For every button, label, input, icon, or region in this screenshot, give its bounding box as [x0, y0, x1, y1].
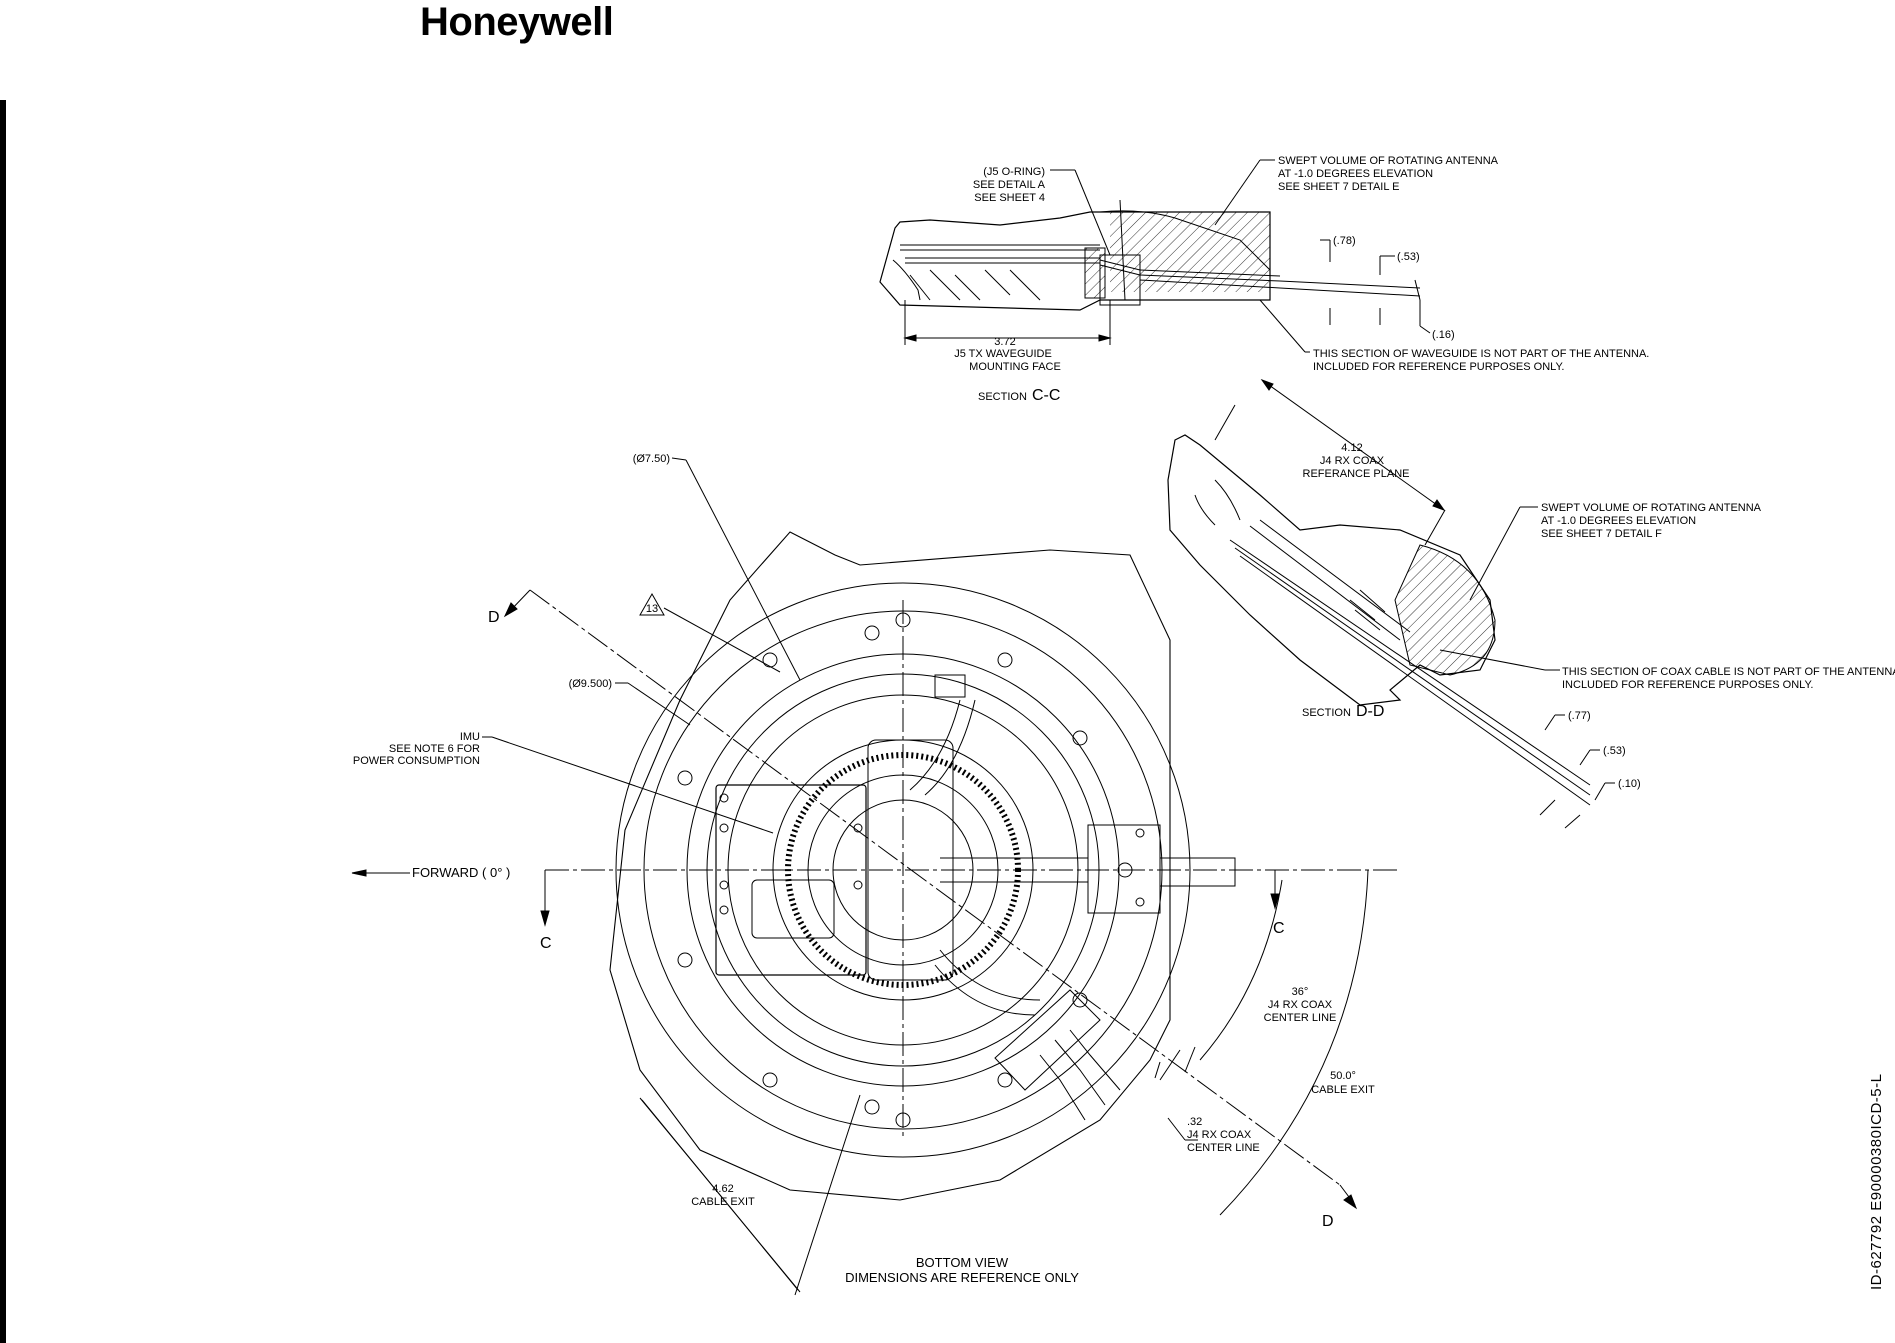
imu-note-2: POWER CONSUMPTION	[353, 755, 480, 767]
sheet-border-bar	[0, 100, 6, 1343]
cc-waveguide-label-2: MOUNTING FACE	[969, 361, 1061, 373]
dd-note-2: INCLUDED FOR REFERENCE PURPOSES ONLY.	[1562, 679, 1813, 691]
dd-section-letter: D-D	[1356, 703, 1384, 720]
cc-dim-78: (.78)	[1333, 235, 1356, 247]
dim-462-value: 4.62	[712, 1183, 733, 1195]
cc-note-2: INCLUDED FOR REFERENCE PURPOSES ONLY.	[1313, 361, 1564, 373]
cc-note-1: THIS SECTION OF WAVEGUIDE IS NOT PART OF…	[1313, 348, 1649, 360]
section-d-marker-right: D	[1322, 1213, 1334, 1230]
dd-dim-77: (.77)	[1568, 710, 1591, 722]
dim-32-label-2: CENTER LINE	[1187, 1142, 1260, 1154]
cc-waveguide-label-1: J5 TX WAVEGUIDE	[954, 348, 1052, 360]
cc-swept-callout-3: SEE SHEET 7 DETAIL E	[1278, 181, 1399, 193]
bottom-view-subtitle: DIMENSIONS ARE REFERENCE ONLY	[845, 1270, 1079, 1285]
cc-dim-53: (.53)	[1397, 251, 1420, 263]
dd-swept-callout-2: AT -1.0 DEGREES ELEVATION	[1541, 515, 1696, 527]
angle-50-value: 50.0°	[1330, 1070, 1356, 1082]
section-d-marker-left: D	[488, 609, 500, 626]
dd-dim-412-label-1: J4 RX COAX	[1320, 455, 1385, 467]
note-13-label: 13	[646, 603, 658, 615]
bottom-view-title: BOTTOM VIEW	[916, 1255, 1009, 1270]
cc-section-letter: C-C	[1032, 387, 1060, 404]
cc-dim-372: 3.72	[994, 336, 1015, 348]
section-dd-view	[1167, 378, 1615, 829]
dd-dim-412-label-2: REFERANCE PLANE	[1303, 468, 1410, 480]
angle-50-label: CABLE EXIT	[1311, 1084, 1375, 1096]
cc-jring-callout-2: SEE DETAIL A	[973, 179, 1046, 191]
imu-label: IMU	[460, 731, 480, 743]
dia-750-label: (Ø7.50)	[633, 453, 670, 465]
dim-32-label-1: J4 RX COAX	[1187, 1129, 1252, 1141]
forward-label: FORWARD ( 0° )	[412, 865, 510, 880]
dd-dim-53: (.53)	[1603, 745, 1626, 757]
dd-note-1: THIS SECTION OF COAX CABLE IS NOT PART O…	[1562, 666, 1895, 678]
section-cc-view	[879, 159, 1431, 353]
angle-36-value: 36°	[1292, 986, 1309, 998]
section-c-marker-left: C	[540, 935, 552, 952]
dd-section-prefix: SECTION	[1302, 707, 1351, 719]
dd-swept-callout-3: SEE SHEET 7 DETAIL F	[1541, 528, 1662, 540]
dd-dim-10: (.10)	[1618, 778, 1641, 790]
angle-36-label-2: CENTER LINE	[1264, 1012, 1337, 1024]
section-cc-labels: (J5 O-RING) SEE DETAIL A SEE SHEET 4 SWE…	[954, 155, 1649, 404]
dd-dim-412: 4.12	[1341, 442, 1362, 454]
imu-note-1: SEE NOTE 6 FOR	[389, 743, 480, 755]
angle-36-label-1: J4 RX COAX	[1268, 999, 1333, 1011]
cc-jring-callout-3: SEE SHEET 4	[974, 192, 1045, 204]
section-dd-labels: 4.12 J4 RX COAX REFERANCE PLANE SWEPT VO…	[1302, 442, 1895, 790]
dim-32-value: .32	[1187, 1116, 1202, 1128]
honeywell-logo: Honeywell	[420, 0, 614, 44]
bottom-view	[351, 457, 1400, 1296]
dim-462-label: CABLE EXIT	[691, 1196, 755, 1208]
dd-swept-callout-1: SWEPT VOLUME OF ROTATING ANTENNA	[1541, 502, 1762, 514]
cc-swept-callout-2: AT -1.0 DEGREES ELEVATION	[1278, 168, 1433, 180]
section-c-marker-right: C	[1273, 920, 1285, 937]
cc-jring-callout-1: (J5 O-RING)	[983, 166, 1045, 178]
cc-swept-callout-1: SWEPT VOLUME OF ROTATING ANTENNA	[1278, 155, 1499, 167]
bottom-view-labels: (Ø7.50) (Ø9.500) 13 IMU SEE NOTE 6 FOR P…	[353, 453, 1375, 1285]
dia-9500-label: (Ø9.500)	[569, 678, 612, 690]
cc-section-prefix: SECTION	[978, 391, 1027, 403]
cc-dim-16: (.16)	[1432, 329, 1455, 341]
